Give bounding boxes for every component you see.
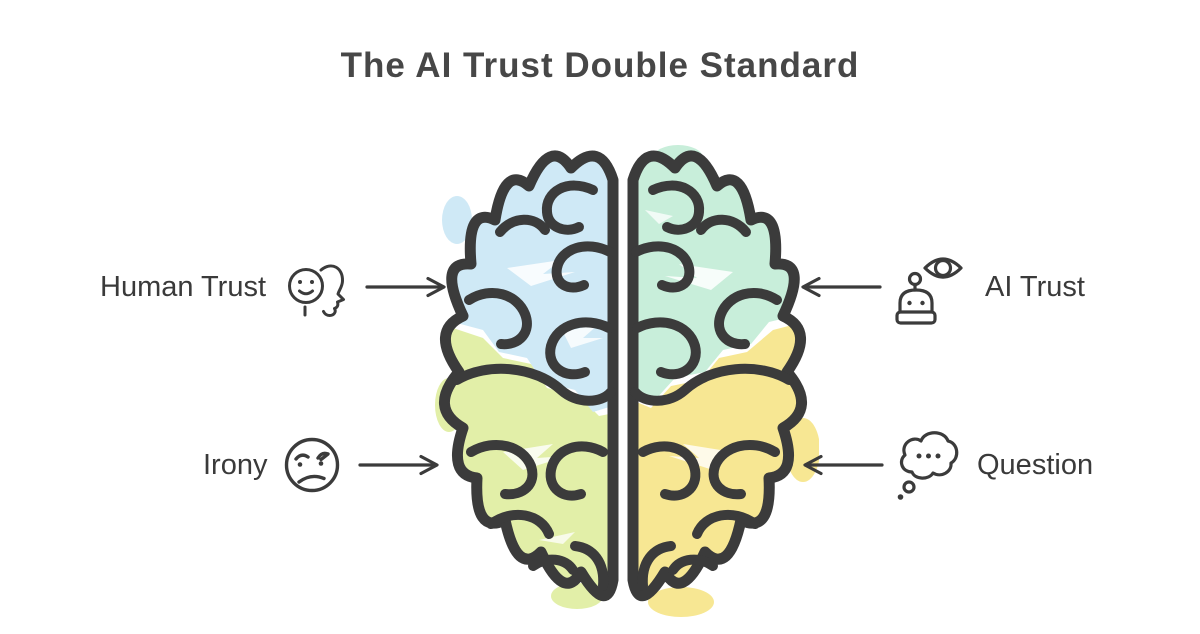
arrow-left-icon — [801, 276, 882, 298]
arrow-right-icon — [358, 454, 440, 476]
human-trust-label: Human Trust — [100, 270, 266, 303]
arrow-left-icon — [803, 454, 884, 476]
brain-illustration — [435, 145, 819, 617]
face-and-head-profile-icon — [288, 264, 345, 317]
robot-and-eye-icon — [895, 257, 963, 325]
callout-question: Question — [799, 428, 1093, 502]
annoyed-face-icon — [285, 437, 340, 493]
callout-ai-trust: AI Trust — [797, 248, 1085, 326]
arrow-right-icon — [365, 276, 446, 298]
irony-label: Irony — [203, 448, 268, 481]
ai-trust-label: AI Trust — [985, 270, 1085, 303]
question-label: Question — [977, 448, 1094, 481]
thought-bubble-icon — [897, 431, 959, 500]
page-title: The AI Trust Double Standard — [340, 46, 860, 85]
callout-irony: Irony — [203, 436, 443, 494]
callout-human-trust: Human Trust — [100, 253, 450, 321]
